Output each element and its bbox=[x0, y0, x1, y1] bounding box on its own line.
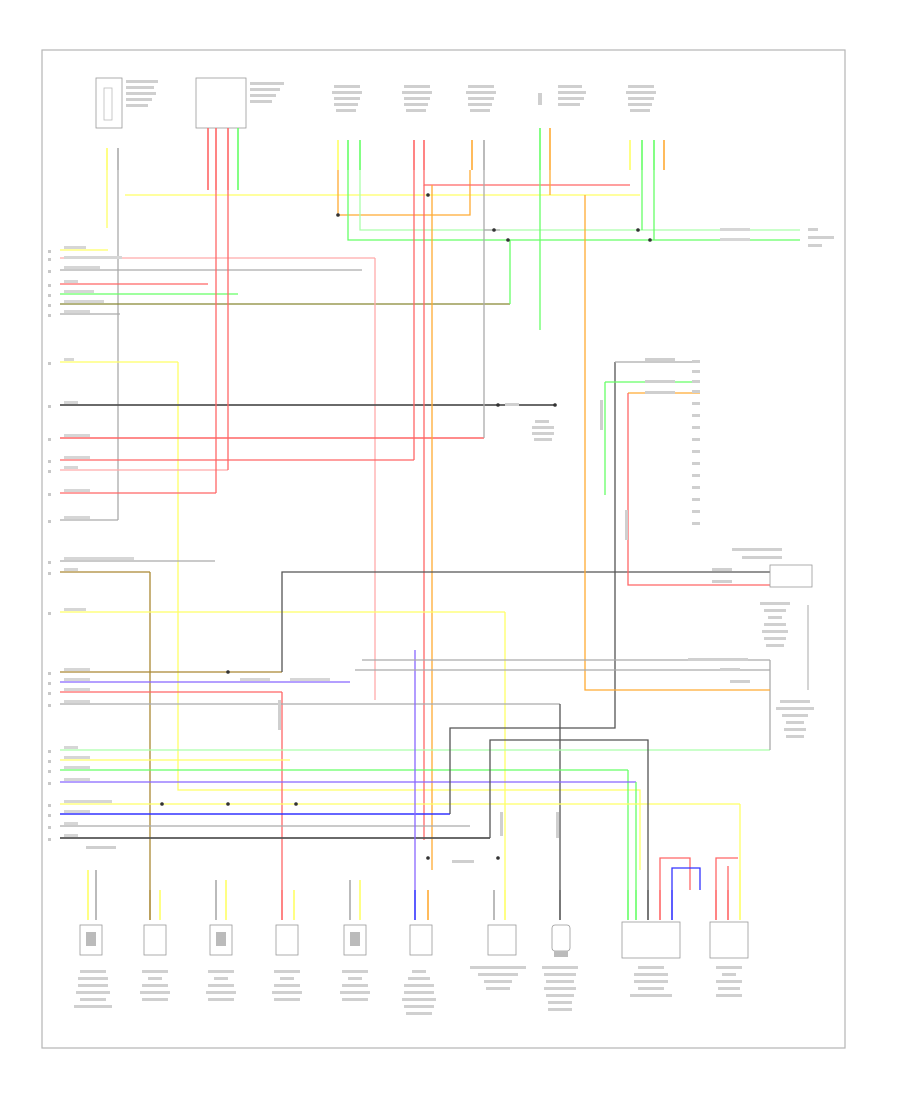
ecu-pin-column bbox=[600, 358, 700, 540]
sensor-icon bbox=[551, 924, 571, 952]
module-icon bbox=[195, 77, 247, 129]
top-pin-stubs bbox=[106, 128, 665, 190]
sensor-icon bbox=[95, 77, 123, 129]
wires bbox=[60, 170, 800, 890]
sensor-icon bbox=[487, 924, 517, 956]
engine-control-unit-box bbox=[712, 548, 813, 690]
bottom-pin-stubs bbox=[87, 870, 741, 920]
top-label-blocks bbox=[126, 80, 656, 112]
splice-dots bbox=[160, 193, 652, 860]
misc-marks bbox=[86, 700, 559, 863]
left-wire-labels bbox=[64, 228, 750, 837]
injector-icon bbox=[143, 924, 167, 956]
bottom-component-boxes bbox=[79, 921, 749, 959]
sensor-icon bbox=[343, 924, 367, 956]
diagram-frame bbox=[41, 49, 846, 1049]
sensor-icon bbox=[209, 924, 233, 956]
module-icon bbox=[709, 921, 749, 959]
sensor-icon bbox=[79, 924, 103, 956]
bottom-component-labels bbox=[74, 966, 742, 1015]
top-connectors bbox=[95, 77, 247, 129]
injector-icon bbox=[275, 924, 299, 956]
module-icon bbox=[621, 921, 681, 959]
left-pin-numbers bbox=[48, 250, 51, 841]
right-labels bbox=[505, 228, 834, 738]
injector-icon bbox=[409, 924, 433, 956]
